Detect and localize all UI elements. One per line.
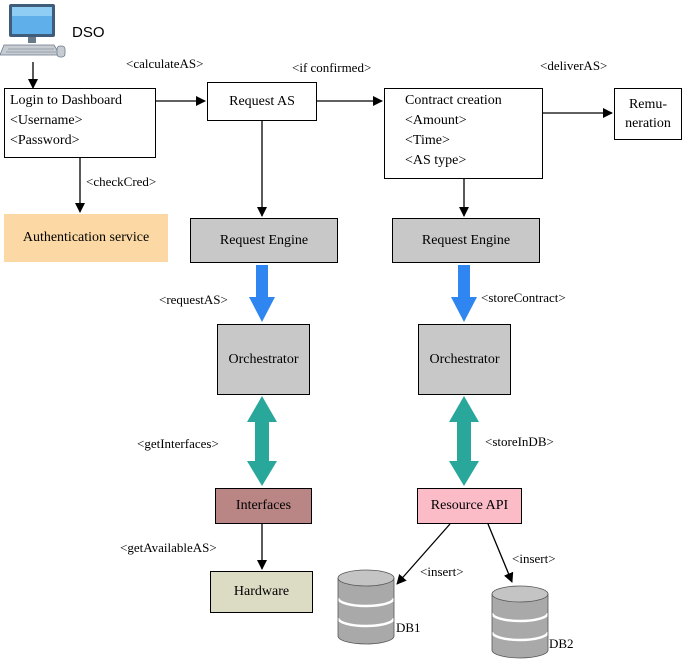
orchestrator-left-label: Orchestrator	[228, 351, 299, 367]
label-get-available-as: <getAvailableAS>	[120, 540, 217, 555]
label-insert-2: <insert>	[512, 551, 556, 566]
hardware-box: Hardware	[210, 571, 313, 613]
label-get-interfaces: <getInterfaces>	[137, 436, 219, 451]
authentication-service-box: Authentication service	[4, 214, 168, 262]
teal-double-arrow-left	[247, 396, 277, 486]
contract-creation-box: Contract creation <Amount> <Time> <AS ty…	[384, 88, 543, 179]
edge-api-db2	[487, 523, 514, 583]
contract-title: Contract creation	[405, 93, 502, 108]
label-store-in-db: <storeInDB>	[485, 434, 554, 449]
remuneration-box: Remu- neration	[614, 88, 682, 140]
remuneration-line-1: Remu-	[628, 97, 668, 112]
label-store-contract: <storeContract>	[481, 290, 566, 305]
label-if-confirmed: <if confirmed>	[292, 60, 372, 75]
request-engine-right-box: Request Engine	[392, 218, 540, 263]
orchestrator-right-label: Orchestrator	[429, 351, 500, 367]
orchestrator-right-box: Orchestrator	[418, 324, 511, 395]
orchestrator-left-box: Orchestrator	[217, 324, 310, 395]
label-request-as: <requestAS>	[159, 292, 228, 307]
dso-label: DSO	[72, 24, 105, 41]
authentication-service-label: Authentication service	[22, 230, 150, 245]
label-deliver-as: <deliverAS>	[540, 58, 608, 73]
remuneration-line-2: neration	[625, 116, 671, 131]
interfaces-label: Interfaces	[235, 498, 292, 513]
interfaces-box: Interfaces	[215, 488, 312, 524]
contract-amount: <Amount>	[405, 113, 467, 128]
resource-api-label: Resource API	[430, 498, 509, 513]
hardware-label: Hardware	[233, 584, 290, 599]
edge-api-db1	[396, 523, 451, 585]
login-dashboard-box: Login to Dashboard <Username> <Password>	[4, 88, 156, 158]
request-engine-right-label: Request Engine	[421, 232, 511, 248]
login-username: <Username>	[10, 113, 83, 128]
request-as-box: Request AS	[207, 82, 317, 121]
database-db2-icon	[490, 585, 550, 659]
blue-arrow-right	[451, 265, 477, 322]
request-engine-left-box: Request Engine	[190, 218, 338, 263]
label-check-cred: <checkCred>	[86, 174, 157, 189]
db1-label: DB1	[396, 620, 421, 635]
request-engine-left-label: Request Engine	[219, 232, 309, 248]
login-password: <Password>	[10, 133, 80, 148]
request-as-label: Request AS	[229, 93, 295, 109]
contract-as-type: <AS type>	[405, 153, 467, 168]
blue-arrow-left	[249, 265, 275, 322]
resource-api-box: Resource API	[417, 488, 522, 524]
desktop-computer-icon	[0, 4, 66, 58]
db2-label: DB2	[549, 636, 574, 651]
label-insert-1: <insert>	[420, 564, 464, 579]
label-calculate-as: <calculateAS>	[126, 56, 204, 71]
database-db1-icon	[336, 569, 396, 645]
login-title: Login to Dashboard	[10, 93, 122, 108]
teal-double-arrow-right	[449, 396, 479, 486]
contract-time: <Time>	[405, 133, 450, 148]
